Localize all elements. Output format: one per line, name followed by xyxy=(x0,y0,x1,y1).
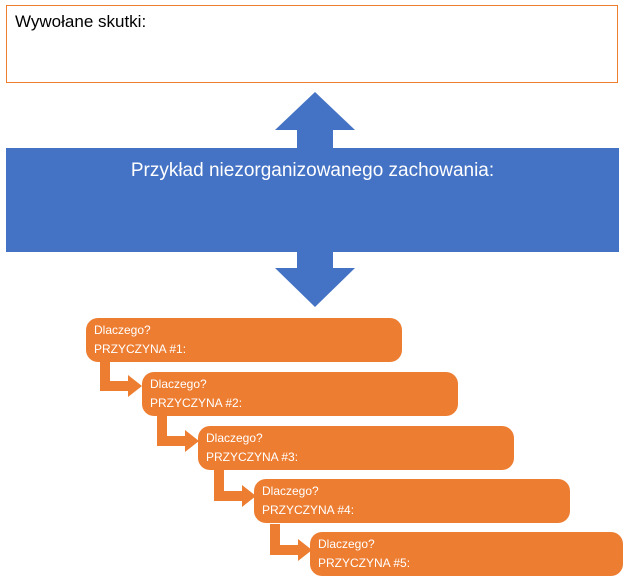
cause-reason: PRZYCZYNA #4: xyxy=(262,503,355,517)
cause-reason: PRZYCZYNA #3: xyxy=(206,450,299,464)
effects-label: Wywołane skutki: xyxy=(15,12,147,31)
cause-step-3: Dlaczego? PRZYCZYNA #3: xyxy=(198,426,514,470)
cause-step-2: Dlaczego? PRZYCZYNA #2: xyxy=(142,372,458,416)
effects-box: Wywołane skutki: xyxy=(6,5,618,83)
cause-question: Dlaczego? xyxy=(206,431,263,445)
cause-step-5: Dlaczego? PRZYCZYNA #5: xyxy=(310,532,623,576)
connector-arrow-3 xyxy=(214,470,256,507)
cause-question: Dlaczego? xyxy=(262,484,319,498)
up-arrow-shape xyxy=(275,92,355,148)
cause-step-4: Dlaczego? PRZYCZYNA #4: xyxy=(254,479,570,523)
cause-question: Dlaczego? xyxy=(318,537,375,551)
cause-reason: PRZYCZYNA #5: xyxy=(318,556,411,570)
down-arrow-shape xyxy=(275,252,355,307)
connector-arrow-4 xyxy=(270,524,312,561)
cause-question: Dlaczego? xyxy=(150,377,207,391)
cause-step-1: Dlaczego? PRZYCZYNA #1: xyxy=(86,318,402,362)
connector-arrow-2 xyxy=(157,416,199,452)
connector-arrow-1 xyxy=(100,362,142,397)
cause-reason: PRZYCZYNA #2: xyxy=(150,396,243,410)
banner-title: Przykład niezorganizowanego zachowania: xyxy=(130,160,495,181)
banner-rect xyxy=(6,148,619,252)
cause-reason: PRZYCZYNA #1: xyxy=(94,342,187,356)
cause-question: Dlaczego? xyxy=(94,323,151,337)
